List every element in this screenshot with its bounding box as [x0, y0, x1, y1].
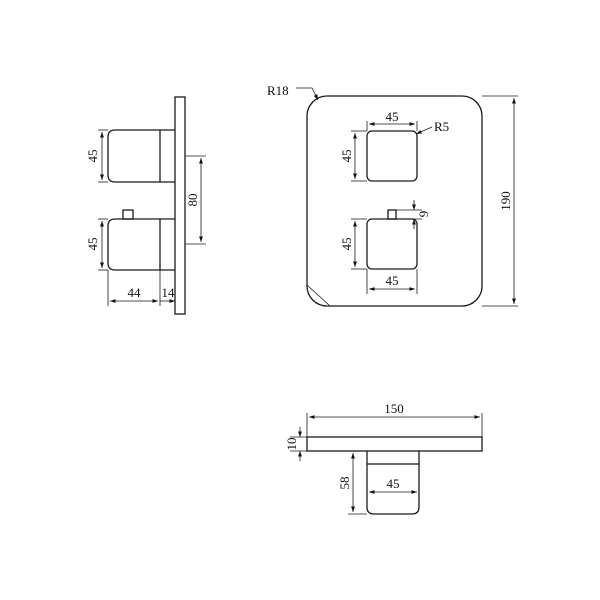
- front-top-knob: [366, 130, 418, 182]
- leader-knob-radius: [415, 126, 433, 135]
- dim-front-corner-radius: R18: [267, 83, 289, 98]
- side-top-knob: [107, 129, 175, 183]
- dim-top-knob-projection: 58: [337, 477, 352, 490]
- dim-top-knob-width: 45: [387, 476, 400, 491]
- dim-top-plate-width: 150: [384, 401, 404, 416]
- front-plate-shading: [306, 120, 483, 307]
- dim-front-plate-height: 190: [498, 191, 513, 211]
- dim-side-knob-depth: 44: [128, 285, 142, 300]
- side-knob-pin: [122, 209, 134, 220]
- front-knob-pin: [387, 209, 397, 220]
- dim-side-knob-spacing: 80: [185, 194, 200, 207]
- top-knob: [366, 451, 420, 515]
- dim-side-plate-thickness: 14: [162, 285, 176, 300]
- dim-front-bottom-knob-width: 45: [386, 273, 399, 288]
- dim-front-knob-radius: R5: [434, 119, 449, 134]
- front-bottom-knob: [366, 218, 418, 270]
- front-view: R18 45 R5 45 9 45 45 190: [267, 83, 518, 307]
- leader-corner-radius: [296, 87, 319, 101]
- dim-side-top-knob-height: 45: [85, 150, 100, 163]
- dim-front-top-knob-width: 45: [386, 109, 399, 124]
- side-wall-plate: [174, 96, 186, 315]
- top-view: 150 10 58 45: [284, 401, 483, 515]
- dim-front-top-knob-height: 45: [339, 150, 354, 163]
- side-view: 45 80 45 44 14: [85, 96, 206, 315]
- dim-top-plate-thickness: 10: [284, 438, 299, 451]
- dim-front-pin-height: 9: [416, 211, 431, 218]
- dim-side-bottom-knob-height: 45: [85, 238, 100, 251]
- top-wall-plate: [306, 436, 483, 452]
- side-bottom-knob: [107, 218, 175, 271]
- dim-front-bottom-knob-height: 45: [339, 238, 354, 251]
